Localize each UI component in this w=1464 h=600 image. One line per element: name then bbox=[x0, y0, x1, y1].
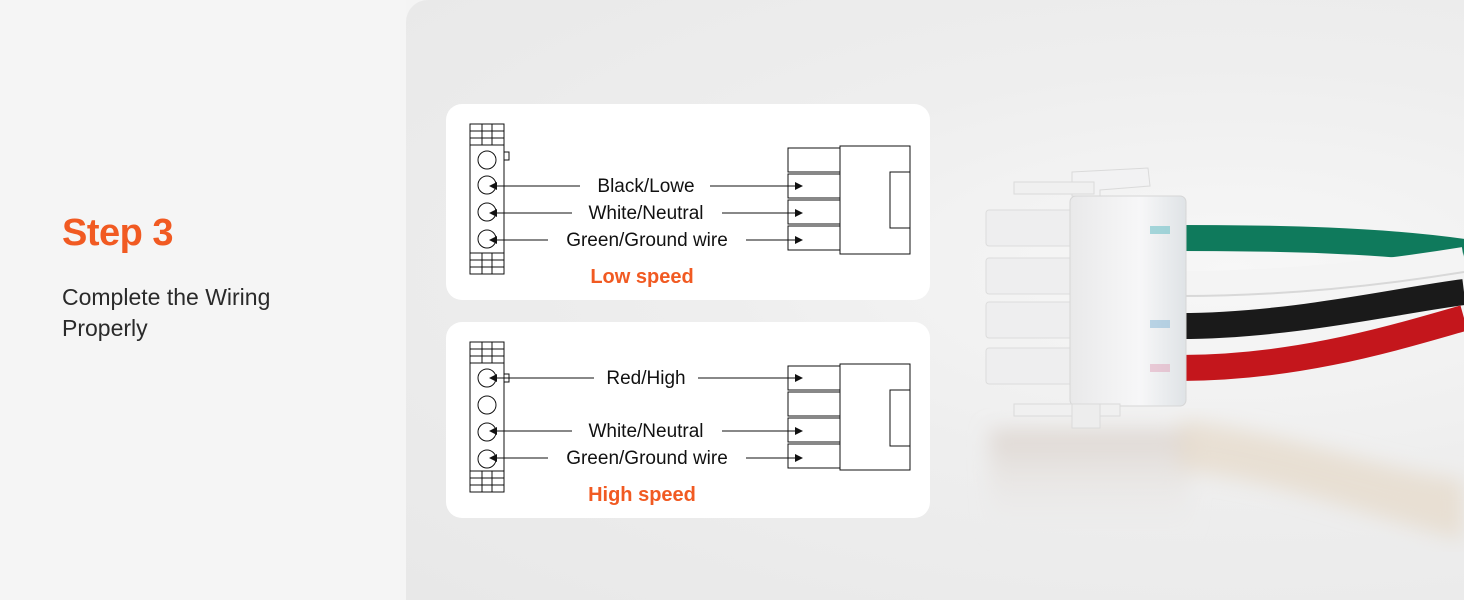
high-speed-wiring-diagram: Red/High White/Neutral Green/Ground wire… bbox=[469, 341, 911, 506]
left-connector bbox=[469, 123, 510, 275]
right-connector bbox=[787, 363, 911, 471]
low-speed-wiring-diagram: Black/Lowe White/Neutral Green/Ground wi… bbox=[469, 123, 911, 288]
wire-label: Green/Ground wire bbox=[566, 448, 728, 469]
wire-row-2: White/Neutral bbox=[489, 203, 803, 224]
speed-label: High speed bbox=[588, 484, 696, 506]
right-connector bbox=[787, 145, 911, 255]
wire-label: White/Neutral bbox=[588, 203, 703, 224]
step-title: Step 3 bbox=[62, 212, 174, 254]
left-connector bbox=[469, 341, 510, 493]
wire-row-3: Green/Ground wire bbox=[489, 230, 803, 251]
wires bbox=[1179, 225, 1464, 381]
connector-housing bbox=[1013, 167, 1187, 429]
speed-label: Low speed bbox=[590, 266, 693, 288]
wire-label: Black/Lowe bbox=[597, 176, 694, 197]
wire-row-2: White/Neutral bbox=[489, 421, 803, 442]
wire-label: Red/High bbox=[606, 368, 685, 389]
wire-row-3: Green/Ground wire bbox=[489, 448, 803, 469]
wire-label: White/Neutral bbox=[588, 421, 703, 442]
left-panel: Step 3 Complete the Wiring Properly bbox=[0, 0, 406, 600]
connector-reflection bbox=[990, 420, 1464, 540]
wire-label: Green/Ground wire bbox=[566, 230, 728, 251]
wire-row-1: Red/High bbox=[489, 368, 803, 389]
connector-pins bbox=[985, 209, 1079, 385]
step-description: Complete the Wiring Properly bbox=[62, 284, 271, 341]
wire-row-1: Black/Lowe bbox=[489, 176, 803, 197]
high-speed-diagram-card: Red/High White/Neutral Green/Ground wire… bbox=[446, 322, 930, 518]
low-speed-diagram-card: Black/Lowe White/Neutral Green/Ground wi… bbox=[446, 104, 930, 300]
